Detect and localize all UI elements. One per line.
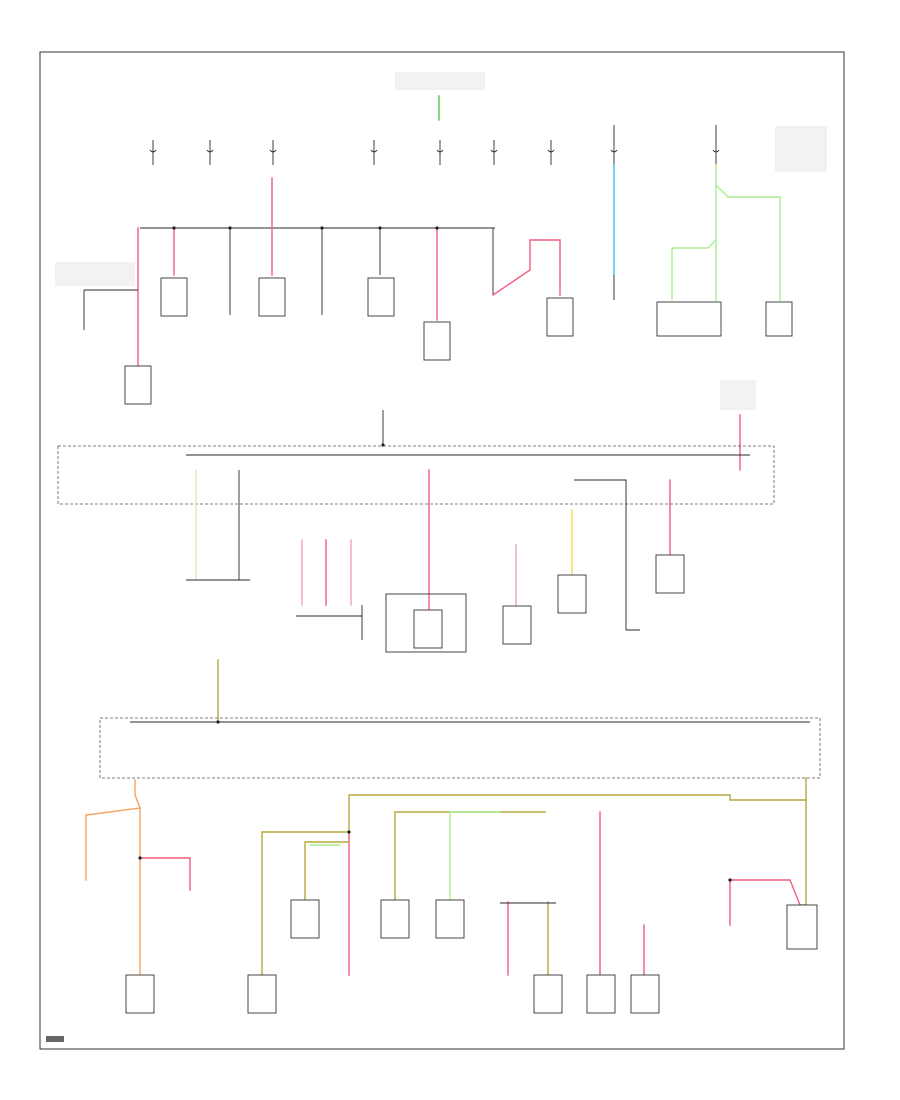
fuse-icon: [370, 140, 378, 165]
stamp: [46, 1036, 64, 1042]
orange-circuit: [85, 779, 191, 1014]
fuse-icon: [269, 140, 277, 165]
top-fuse-row: [149, 125, 720, 165]
fuse-icon: [712, 125, 720, 165]
bottom-fuse-box: [99, 717, 821, 779]
fuse-icon: [436, 140, 444, 165]
component-box: [247, 974, 277, 1014]
component-box: [380, 899, 410, 939]
component-box: [125, 974, 155, 1014]
component-box: [533, 974, 563, 1014]
mid-feed: [382, 410, 741, 471]
component-box: [435, 899, 465, 939]
component-box: [423, 321, 451, 361]
fuse-icon: [547, 140, 555, 165]
component-box: [124, 365, 152, 405]
label-blocks-top: [55, 72, 827, 410]
component-box: [630, 974, 660, 1014]
component-box: [367, 277, 395, 317]
component-box: [655, 554, 685, 594]
diagram-frame: [39, 51, 845, 1050]
green-circuit: [671, 164, 781, 301]
fuse-icon: [610, 125, 618, 165]
component-box: [656, 301, 722, 337]
bus-drops: [83, 164, 615, 366]
middle-fuse-box: [57, 445, 775, 631]
fuse-icon: [149, 140, 157, 165]
olive-circuit: [261, 777, 807, 976]
junction-nodes: [138, 226, 732, 882]
component-box: [502, 605, 532, 645]
component-box: [765, 301, 793, 337]
component-box: [413, 609, 443, 649]
top-components: [124, 277, 793, 405]
top-bus: [140, 177, 495, 276]
bottom-components: [247, 899, 818, 1014]
component-box: [786, 904, 818, 950]
component-box: [546, 297, 574, 337]
component-box: [557, 574, 587, 614]
middle-components: [296, 539, 685, 653]
component-box: [586, 974, 616, 1014]
component-box: [258, 277, 286, 317]
fuse-icon: [490, 140, 498, 165]
component-box: [160, 277, 188, 317]
component-box: [290, 899, 320, 939]
fuse-icon: [206, 140, 214, 165]
